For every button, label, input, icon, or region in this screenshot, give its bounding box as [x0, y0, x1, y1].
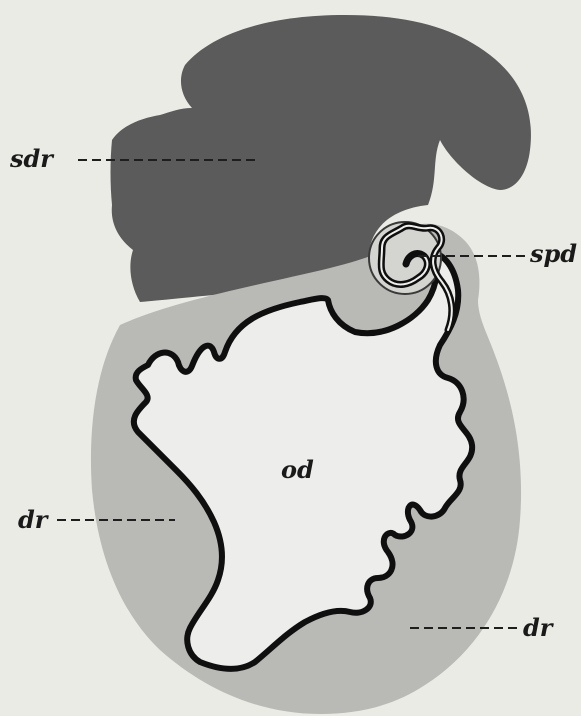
label-sdr: sdr	[9, 144, 55, 173]
label-spd: spd	[529, 239, 577, 268]
label-dr-right: dr	[523, 613, 555, 642]
label-dr-left: dr	[18, 505, 50, 534]
label-od: od	[281, 455, 314, 484]
